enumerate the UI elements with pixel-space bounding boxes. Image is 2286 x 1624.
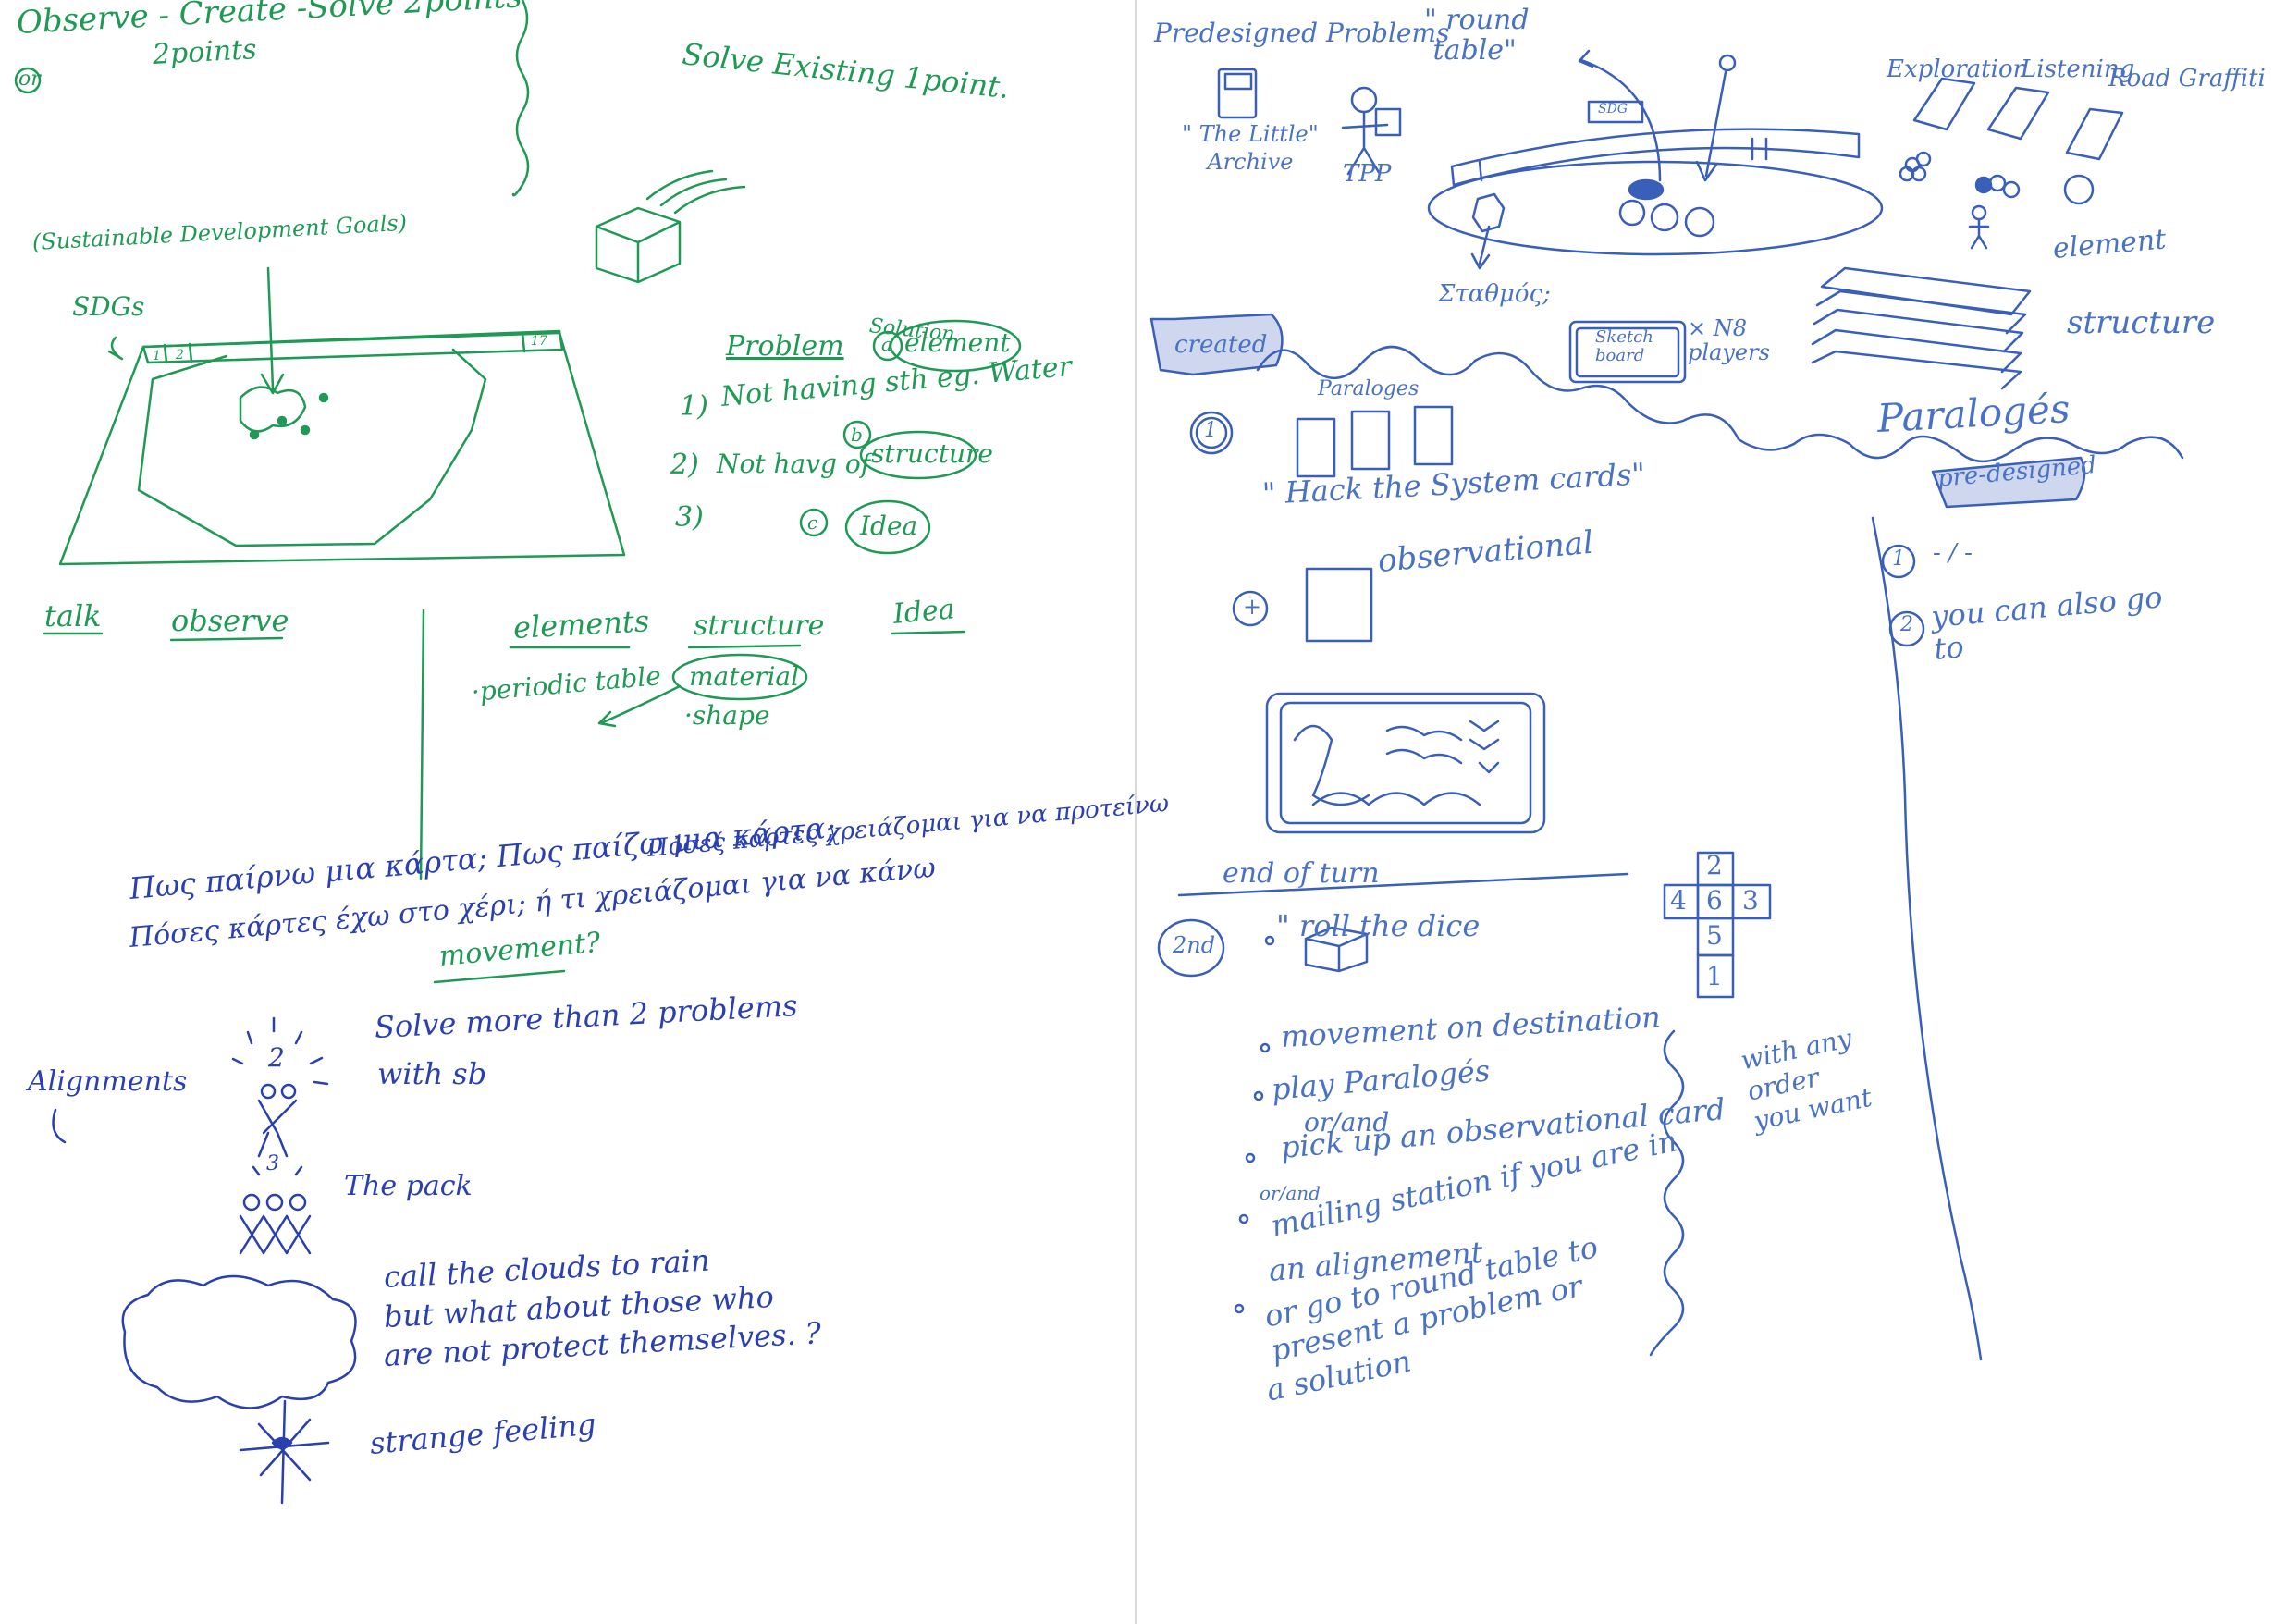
- item-2-marker: b: [851, 424, 863, 446]
- dice-face-5: 5: [1706, 920, 1723, 951]
- tpp-label: TPP: [1343, 160, 1392, 188]
- figure-count-2: 2: [268, 1042, 285, 1073]
- dice-face-1: 1: [1706, 961, 1723, 991]
- bullet-shape: ·shape: [684, 700, 770, 731]
- plus-label: +: [1243, 594, 1262, 620]
- turn-item-3: or/and: [1304, 1107, 1390, 1138]
- round-table: [1427, 160, 1884, 256]
- created-label: created: [1174, 331, 1268, 359]
- archive-label: " The Little" Archive: [1182, 121, 1319, 175]
- sdg-short-name: SDGs: [72, 291, 145, 322]
- created-blob: [1149, 313, 1284, 376]
- left-vertical-line: [419, 609, 425, 880]
- right-col-1-text: - / -: [1933, 539, 1973, 567]
- sdg-board: [58, 331, 626, 566]
- alignments-label: Alignments: [28, 1065, 188, 1098]
- dice-face-3: 3: [1742, 885, 1759, 916]
- col-header-elements: elements: [512, 603, 651, 646]
- roll-the-dice: " roll the dice: [1276, 908, 1481, 943]
- predesigned-problems: Predesigned Problems: [1154, 18, 1450, 48]
- header-line-2: 2points: [152, 33, 258, 71]
- paraloges-small: Paraloges: [1318, 377, 1420, 400]
- problem-label: Problem: [726, 330, 844, 363]
- dice: [595, 206, 682, 284]
- turn-item-5: or/and: [1260, 1182, 1321, 1204]
- players-label: × N8 players: [1688, 315, 1770, 366]
- item-3-marker: c: [807, 511, 818, 534]
- item-1-num: 1): [680, 390, 708, 423]
- item-3-tag: Idea: [860, 511, 918, 541]
- end-of-turn: end of turn: [1223, 857, 1380, 890]
- item-2-text: Not havg of: [717, 449, 871, 479]
- cloud-drawing: [121, 1274, 357, 1409]
- board-num-1: 1: [153, 349, 161, 363]
- bullet-material: material: [689, 661, 800, 692]
- station-label: Σταθμός;: [1438, 280, 1551, 308]
- label-talk: talk: [44, 598, 102, 634]
- sketch-board-label: Sketch board: [1595, 327, 1653, 365]
- star-drawing: [239, 1399, 330, 1505]
- item-1-tag: element: [904, 327, 1011, 358]
- round-table-label: " round table": [1424, 4, 1530, 67]
- item-2-num: 2): [670, 449, 699, 481]
- right-col-1: 1: [1892, 547, 1905, 571]
- figure-count-3: 3: [266, 1152, 279, 1175]
- solve-more-line-2: with sb: [377, 1056, 487, 1091]
- label-observe: observe: [171, 603, 289, 638]
- the-pack-label: The pack: [344, 1170, 473, 1202]
- or-circle: [14, 67, 42, 94]
- item-3-num: 3): [675, 501, 704, 534]
- right-vertical-line: [1871, 516, 1983, 1361]
- item-2-tag: structure: [871, 438, 993, 469]
- dice-net: [1663, 851, 1772, 999]
- board-num-17: 17: [531, 334, 547, 349]
- paraloges-big: Paralogés: [1875, 386, 2071, 441]
- header-or: or: [18, 68, 41, 91]
- second-label: 2nd: [1173, 932, 1216, 958]
- wavy-divider: [511, 0, 530, 197]
- board-num-2: 2: [176, 348, 184, 363]
- sdg-box-label: SDG: [1598, 102, 1628, 117]
- dice-face-2: 2: [1706, 850, 1723, 880]
- structure-label: structure: [2067, 304, 2216, 341]
- col-header-idea: Idea: [891, 593, 956, 631]
- item-1-marker: a: [881, 333, 892, 355]
- right-col-2: 2: [1900, 613, 1913, 636]
- sketch-board-drawing: [1265, 692, 1546, 834]
- listening-label: Listening: [2021, 55, 2135, 83]
- circle-1-label: 1: [1204, 419, 1217, 442]
- dice-face-4: 4: [1670, 885, 1687, 916]
- wavy-horizontal-divider: [1256, 345, 2184, 463]
- col-header-structure: structure: [694, 609, 825, 642]
- road-graffiti-label: Road Graffiti: [2108, 65, 2266, 92]
- dice-face-6: 6: [1706, 885, 1723, 916]
- exploration-label: Exploration: [1887, 55, 2029, 83]
